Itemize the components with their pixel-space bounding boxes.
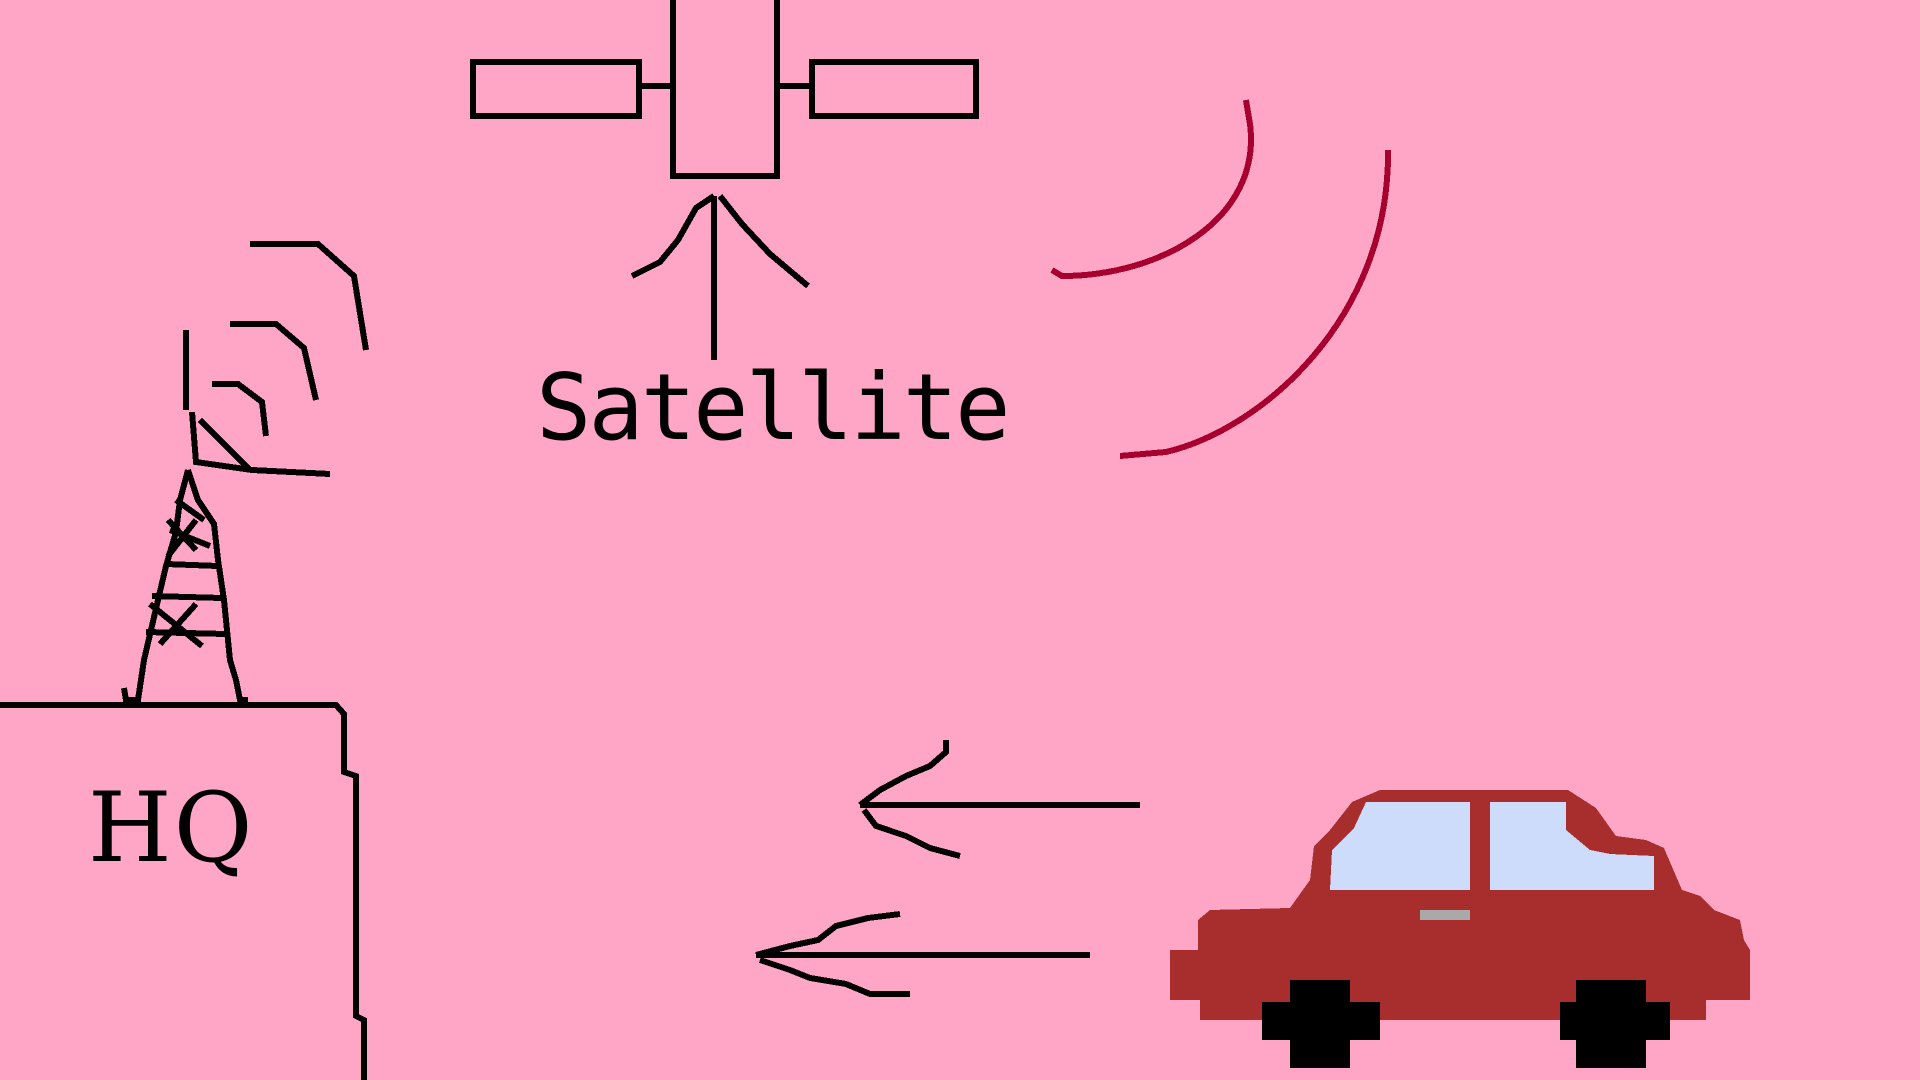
satellite-left-panel bbox=[470, 59, 642, 119]
satellite-right-panel bbox=[809, 59, 979, 119]
signal-arrow-lower-head-top bbox=[755, 911, 901, 958]
tower-wave-2 bbox=[230, 321, 319, 401]
signal-arrow-upper-head-bottom bbox=[861, 808, 961, 859]
signal-arrow-upper-head-top bbox=[858, 740, 949, 808]
radio-tower-icon bbox=[121, 241, 369, 703]
car-wheel-front bbox=[1262, 980, 1380, 1068]
tower-wave-3 bbox=[250, 241, 369, 351]
car-body bbox=[1170, 790, 1750, 1020]
arrow-up-icon bbox=[630, 193, 810, 360]
building-icon bbox=[0, 702, 367, 1080]
car-window-rear bbox=[1490, 802, 1654, 890]
hq-label: HQ bbox=[88, 772, 255, 884]
tower-frame bbox=[121, 469, 248, 703]
building-outline bbox=[0, 702, 367, 1080]
uplink-arrow-right-barb bbox=[717, 194, 810, 289]
tower-wave-1 bbox=[212, 381, 269, 437]
car-wheel-rear bbox=[1560, 980, 1670, 1068]
signal-wave-outer bbox=[1119, 149, 1392, 459]
car-door-handle bbox=[1420, 910, 1470, 920]
tower-lattice bbox=[145, 497, 227, 649]
signal-waves-icon bbox=[1050, 99, 1392, 459]
tower-dish-feed bbox=[197, 417, 253, 473]
satellite-icon bbox=[470, 0, 979, 179]
satellite-body bbox=[670, 0, 780, 179]
uplink-arrow-left-barb bbox=[630, 193, 716, 279]
car-window-front bbox=[1330, 802, 1470, 890]
car-icon bbox=[1170, 790, 1750, 1068]
signal-wave-inner bbox=[1050, 99, 1254, 280]
tower-dish bbox=[189, 411, 331, 477]
satellite-label: Satellite bbox=[536, 354, 1010, 461]
arrow-left-icon bbox=[755, 740, 1140, 997]
signal-arrow-lower-head-bottom bbox=[759, 957, 910, 997]
